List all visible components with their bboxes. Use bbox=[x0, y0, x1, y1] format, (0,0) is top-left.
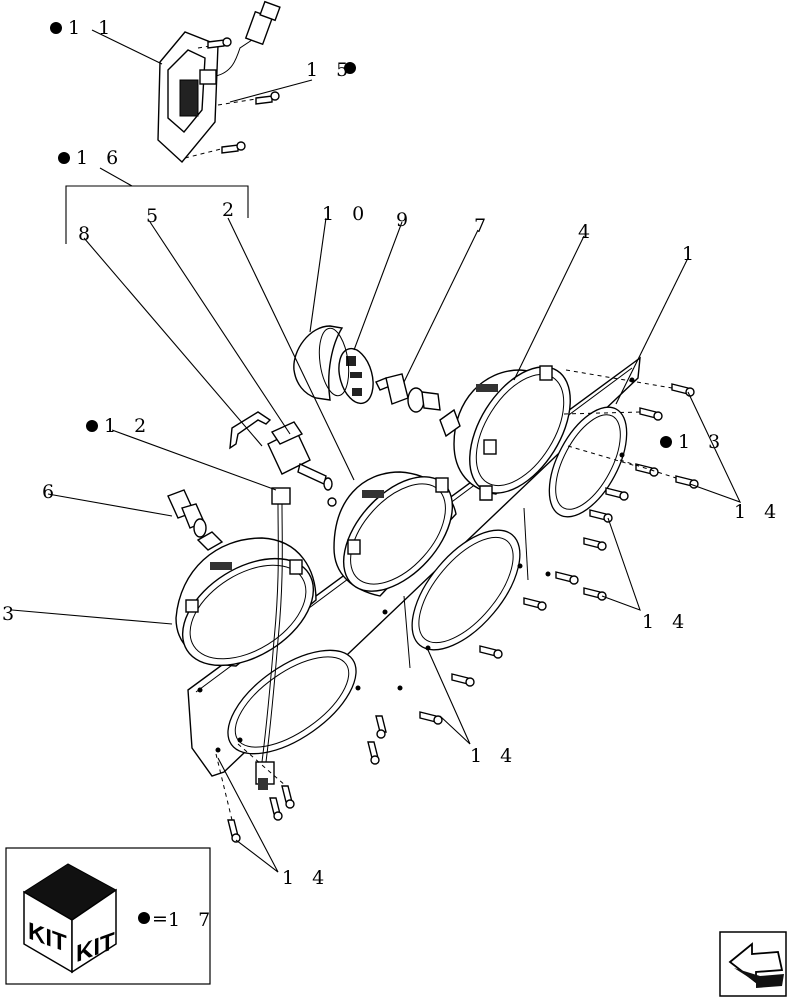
leader-lines bbox=[11, 29, 742, 873]
callout-3: 3 bbox=[2, 603, 20, 625]
cap-9 bbox=[338, 347, 374, 405]
screws-14 bbox=[215, 369, 699, 843]
callout-8: 8 bbox=[78, 223, 96, 245]
bracket-screws bbox=[207, 37, 280, 154]
callout-15: 1 5 bbox=[306, 59, 354, 81]
kit-dot-icon bbox=[138, 912, 150, 924]
callout-6: 6 bbox=[42, 481, 60, 503]
callout-14: 1 4 bbox=[734, 501, 782, 523]
callout-2: 2 bbox=[222, 199, 240, 221]
headlamp-left bbox=[175, 531, 317, 667]
callout-11: 1 1 bbox=[68, 17, 116, 39]
callout-13: 1 3 bbox=[678, 431, 726, 453]
callout-10: 1 0 bbox=[322, 203, 370, 225]
bulb-7 bbox=[375, 373, 441, 413]
callout-9: 9 bbox=[396, 209, 414, 231]
callout-1: 1 bbox=[682, 243, 700, 265]
callout-12: 1 2 bbox=[104, 415, 152, 437]
previous-page-arrow-icon bbox=[728, 942, 784, 988]
bulb-6 bbox=[167, 489, 207, 538]
bulb-socket-5 bbox=[267, 421, 333, 491]
kit-dot-icon bbox=[86, 420, 98, 432]
headlamp-right bbox=[439, 365, 571, 501]
callout-5: 5 bbox=[146, 205, 164, 227]
kit-dot-icon bbox=[660, 436, 672, 448]
callout-14: 1 4 bbox=[642, 611, 690, 633]
callout-16: 1 6 bbox=[76, 147, 124, 169]
clip-8 bbox=[229, 411, 272, 450]
kit-dot-icon bbox=[58, 152, 70, 164]
cover-ring-10 bbox=[293, 325, 350, 401]
kit-box-icon: KIT KIT bbox=[23, 863, 117, 974]
callout-17: 1 7 bbox=[168, 909, 216, 931]
kit-dot-icon bbox=[344, 62, 356, 74]
callout-7: 7 bbox=[474, 215, 492, 237]
callout-labels: 1 1 1 5 1 6 8 5 2 1 0 9 7 4 1 1 2 1 3 6 … bbox=[2, 17, 782, 889]
wiring-harness bbox=[255, 487, 291, 790]
switch-bracket-assembly bbox=[157, 0, 281, 164]
headlamp-middle bbox=[327, 471, 457, 597]
group-bracket-16 bbox=[65, 185, 249, 244]
kit-equals: = bbox=[152, 908, 174, 930]
kit-legend: KIT KIT = 1 7 bbox=[5, 847, 216, 985]
previous-page-button[interactable] bbox=[719, 931, 787, 997]
kit-dot-icon bbox=[50, 22, 62, 34]
callout-14: 1 4 bbox=[282, 867, 330, 889]
callout-4: 4 bbox=[578, 221, 596, 243]
callout-14: 1 4 bbox=[470, 745, 518, 767]
